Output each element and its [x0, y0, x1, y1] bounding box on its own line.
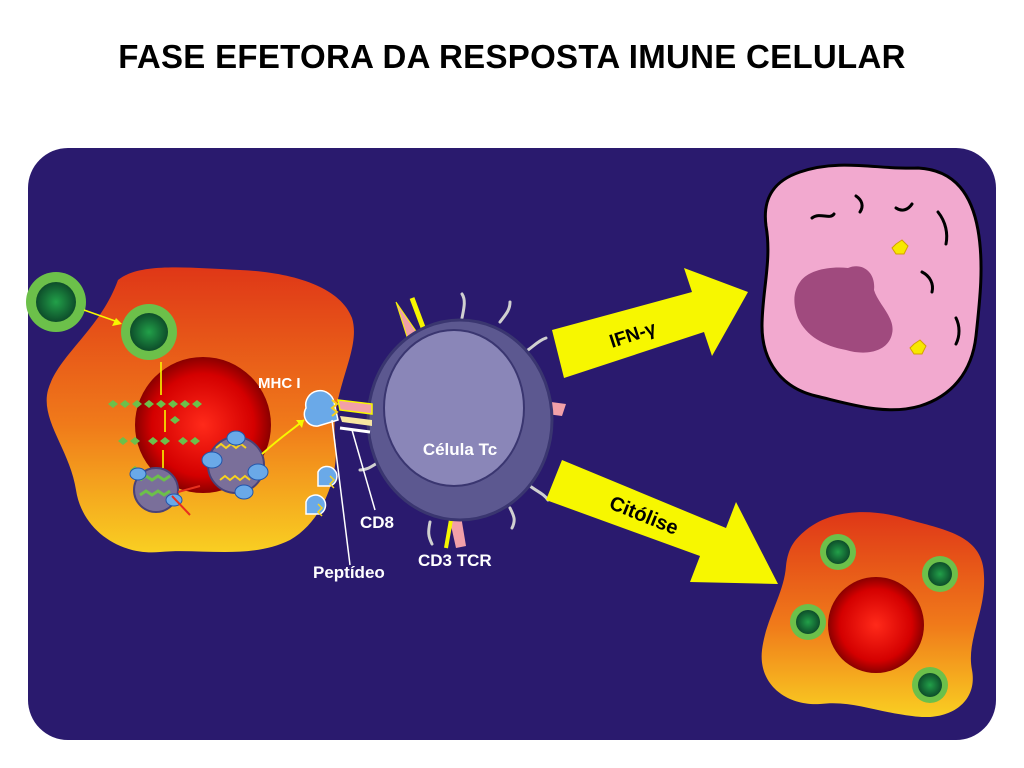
- ifn-arrow: IFN-γ: [552, 268, 748, 378]
- mhc-peptide-complex: [303, 390, 339, 427]
- mhc-label: MHC I: [258, 375, 301, 392]
- t-cell: Célula Tc: [337, 292, 566, 549]
- virus-lysed-3: [790, 604, 826, 640]
- er-vesicle-right: [201, 430, 269, 500]
- virus-lysed-1: [820, 534, 856, 570]
- tcell-label: Célula Tc: [423, 440, 497, 459]
- virus-lysed-4: [912, 667, 948, 703]
- peptide-label: Peptídeo: [313, 563, 385, 582]
- page-title: FASE EFETORA DA RESPOSTA IMUNE CELULAR: [118, 38, 906, 75]
- cd8-label: CD8: [360, 513, 394, 532]
- activated-cell: [760, 163, 983, 412]
- cd3tcr-label: CD3 TCR: [418, 551, 492, 570]
- virus-external: [26, 272, 86, 332]
- surface-mhc-1: [317, 465, 338, 489]
- surface-mhc-2: [305, 494, 327, 517]
- peptide-chains: [108, 400, 202, 474]
- virus-lysed-2: [922, 556, 958, 592]
- er-vesicle-left: [129, 467, 183, 513]
- lysed-cell: [761, 512, 985, 718]
- virus-entering: [121, 304, 177, 360]
